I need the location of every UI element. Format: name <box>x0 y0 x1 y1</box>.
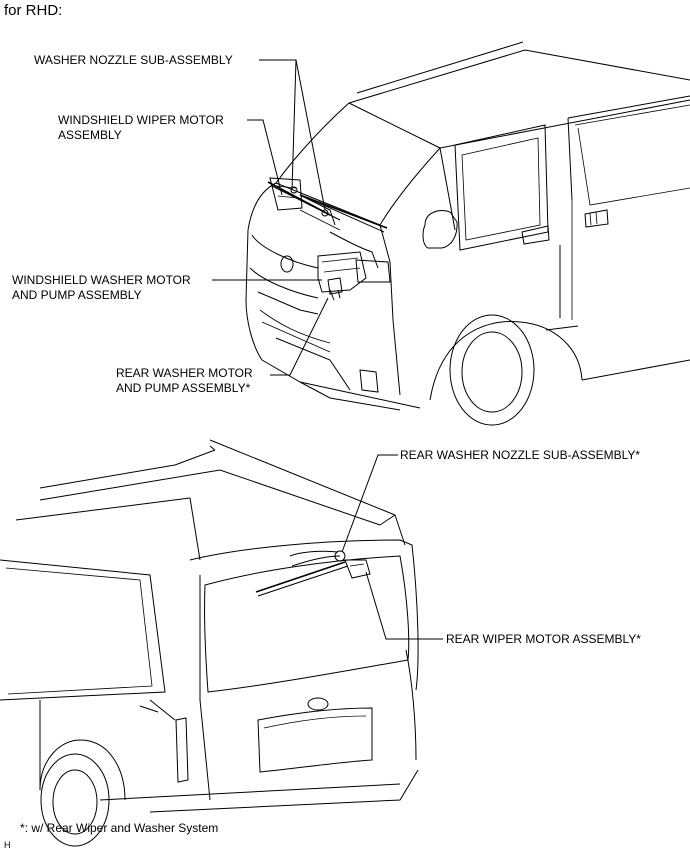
leader-rear-wiper-motor <box>365 571 443 640</box>
leader-rear-washer-motor <box>270 297 329 376</box>
page-title: for RHD: <box>4 2 63 19</box>
rear-van-illustration <box>0 439 419 847</box>
front-leader-lines <box>212 59 329 376</box>
label-rear-wiper-motor: REAR WIPER MOTOR ASSEMBLY* <box>446 632 641 646</box>
leader-rear-washer-nozzle <box>341 454 398 553</box>
label-washer-nozzle: WASHER NOZZLE SUB-ASSEMBLY <box>34 53 233 67</box>
label-wiper-motor: WINDSHIELD WIPER MOTOR ASSEMBLY <box>58 113 224 142</box>
rear-leader-lines <box>341 454 443 640</box>
front-van-illustration <box>245 41 690 426</box>
leader-wiper-motor <box>247 119 283 196</box>
figure-code: H <box>4 840 11 850</box>
label-washer-motor-pump: WINDSHIELD WASHER MOTOR AND PUMP ASSEMBL… <box>12 273 191 302</box>
label-rear-washer-motor-pump: REAR WASHER MOTOR AND PUMP ASSEMBLY* <box>116 366 253 395</box>
label-rear-washer-nozzle: REAR WASHER NOZZLE SUB-ASSEMBLY* <box>400 448 641 462</box>
leader-washer-nozzle-2 <box>295 59 326 211</box>
